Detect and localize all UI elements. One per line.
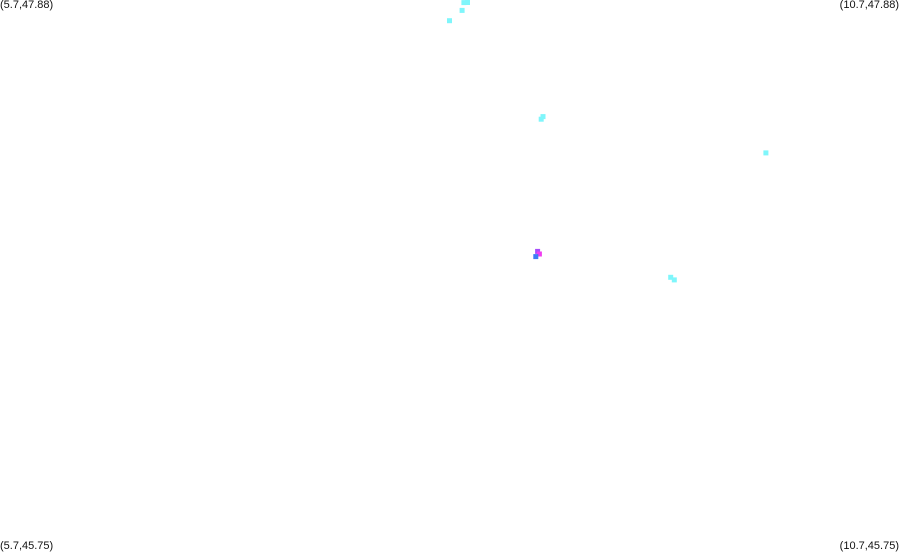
map-marker[interactable]: [536, 251, 542, 257]
corner-label-bottom-right: (10.7,45.75): [839, 540, 899, 552]
map-marker[interactable]: [535, 248, 541, 254]
map-marker[interactable]: [461, 0, 467, 6]
map-marker[interactable]: [465, 0, 470, 5]
map-marker[interactable]: [668, 274, 674, 280]
map-marker[interactable]: [763, 150, 769, 156]
map-marker[interactable]: [540, 114, 546, 120]
map-marker[interactable]: [447, 18, 452, 24]
map-marker[interactable]: [459, 7, 465, 13]
map-marker[interactable]: [671, 277, 677, 283]
map-marker[interactable]: [533, 254, 539, 260]
corner-label-top-right: (10.7,47.88): [839, 0, 899, 11]
map-marker[interactable]: [538, 116, 544, 122]
corner-label-bottom-left: (5.7,45.75): [0, 540, 54, 552]
corner-label-top-left: (5.7,47.88): [0, 0, 54, 11]
